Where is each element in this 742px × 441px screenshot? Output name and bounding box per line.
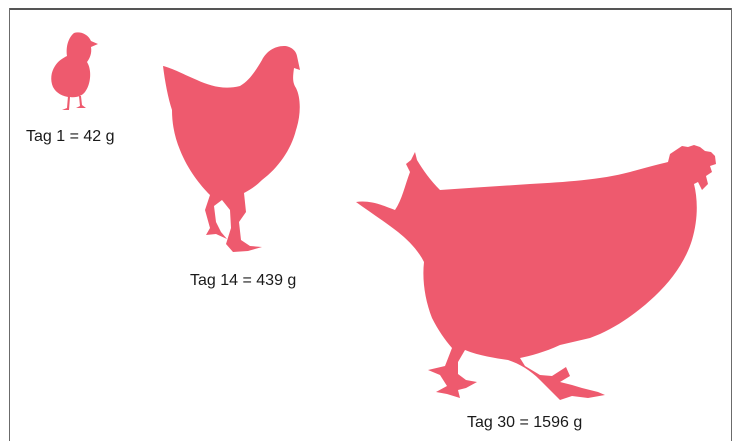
hen-silhouette-icon xyxy=(163,46,300,252)
broiler-silhouette-icon xyxy=(356,145,716,400)
stage-label-day-14: Tag 14 = 439 g xyxy=(190,273,296,289)
stage-label-day-30: Tag 30 = 1596 g xyxy=(467,415,582,431)
stage-label-day-1: Tag 1 = 42 g xyxy=(26,129,115,145)
chick-silhouette-icon xyxy=(51,32,98,110)
